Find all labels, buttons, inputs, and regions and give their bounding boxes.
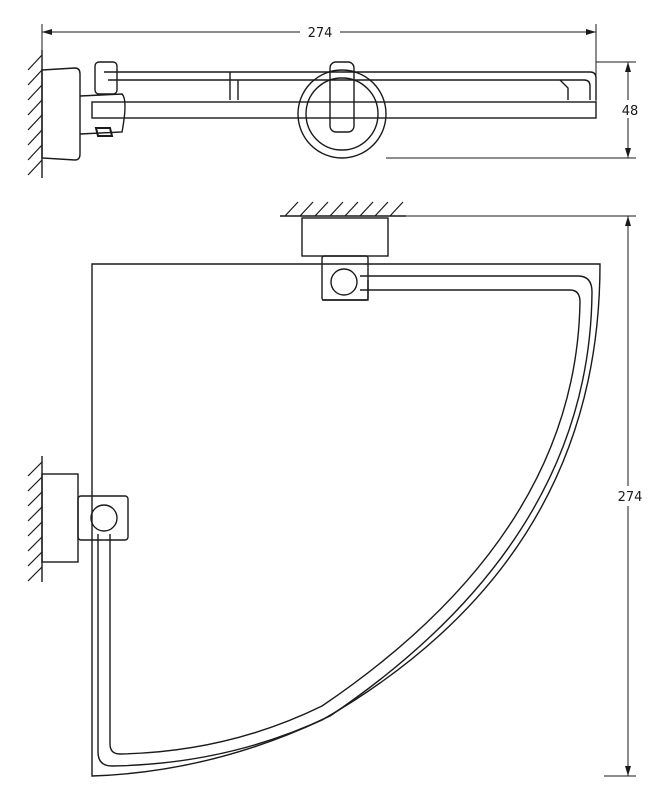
top-mount-plate <box>301 217 389 257</box>
rail-outer <box>97 275 593 767</box>
side-view: 274 48 <box>27 22 642 178</box>
rail-top <box>104 71 597 100</box>
wall-hatch-top <box>280 201 406 217</box>
left-mount-plate <box>41 473 79 563</box>
rail-inner <box>109 289 581 755</box>
wall-hatch-side <box>27 50 43 178</box>
dim-label-top-width: 274 <box>308 26 333 41</box>
bracket-side <box>79 93 126 135</box>
wall-mount-side <box>41 67 81 161</box>
left-connector <box>77 495 129 541</box>
dim-label-plan-height: 274 <box>618 490 643 505</box>
top-connector <box>321 255 369 301</box>
dim-label-height: 48 <box>622 104 639 119</box>
glass-shelf-plan <box>91 263 601 777</box>
wall-hatch-left <box>27 456 43 582</box>
dimension-height: 48 <box>386 61 642 159</box>
glass-side <box>91 101 597 119</box>
plan-view: 274 <box>27 201 648 777</box>
dimension-top-width: 274 <box>41 22 597 110</box>
bracket-clip <box>94 61 118 95</box>
ceiling-bracket-ring <box>297 69 387 159</box>
dimension-plan-height: 274 <box>404 215 648 777</box>
